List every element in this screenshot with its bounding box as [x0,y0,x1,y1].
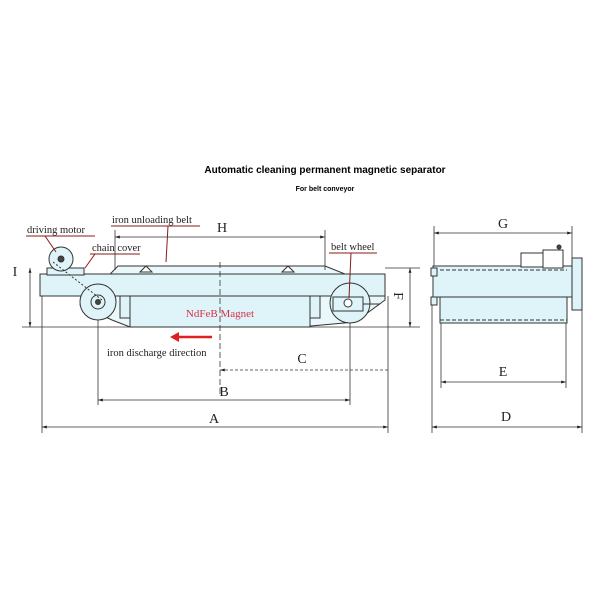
magnet-label: NdFeB Magnet [186,308,254,320]
end-view [430,244,583,324]
dim-F: F [390,292,405,300]
chain-cover-label: chain cover [92,243,141,254]
dim-H: H [217,221,227,236]
dim-E: E [499,365,508,380]
discharge-label: iron discharge direction [107,348,207,359]
dim-G: G [498,217,508,232]
iron-unloading-belt-label: iron unloading belt [112,215,192,226]
dim-B: B [219,385,228,400]
dim-D: D [501,410,511,425]
end-dimension-lines [431,226,583,433]
dim-A: A [209,412,220,427]
diagram-subtitle: For belt conveyor [296,186,355,193]
dim-I: I [13,265,18,280]
driving-motor-label: driving motor [27,225,86,236]
dim-C: C [297,352,306,367]
diagram-title: Automatic cleaning permanent magnetic se… [204,165,445,176]
dimension-lines [22,230,420,433]
side-view [39,246,386,328]
belt-wheel-label: belt wheel [331,242,375,253]
